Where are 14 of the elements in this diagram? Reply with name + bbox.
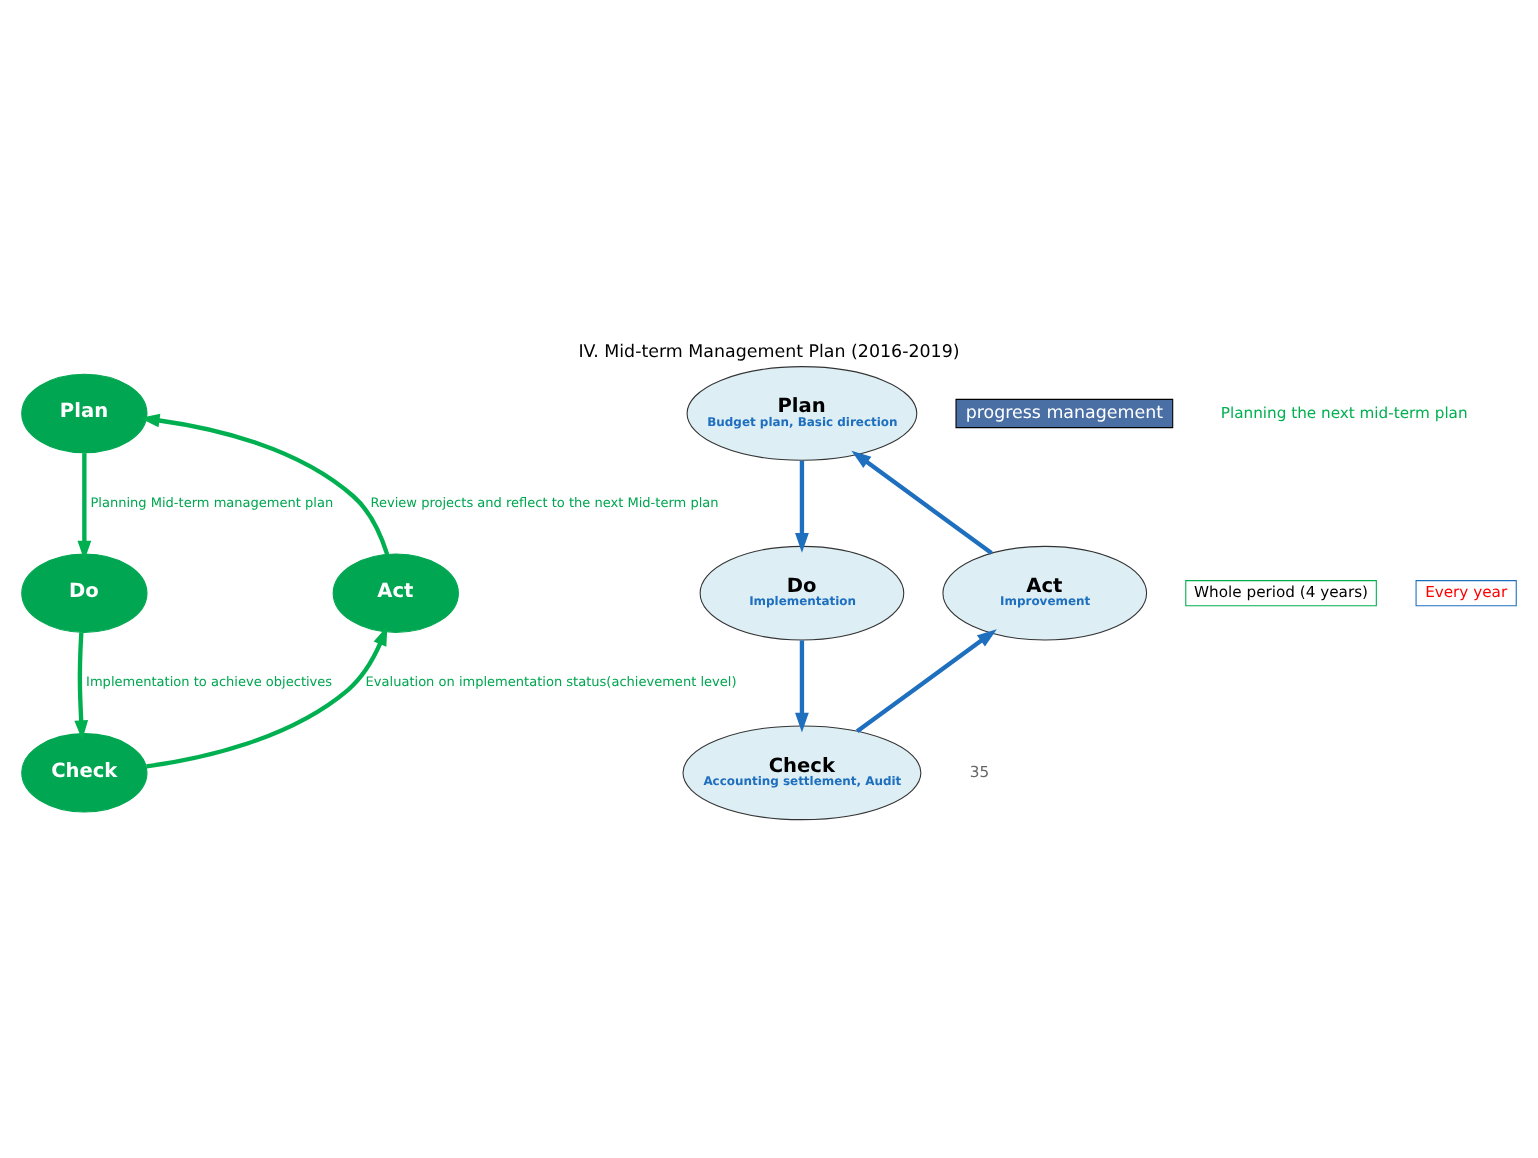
arrow: [851, 450, 993, 555]
node-ellipse: Do: [21, 553, 148, 633]
arrow: [795, 460, 809, 553]
arrow: [795, 640, 809, 733]
diagram-title: IV. Mid-term Management Plan (2016-2019): [578, 342, 960, 363]
node-ellipse: Check: [21, 733, 148, 813]
arrow: [139, 413, 390, 555]
arrow: [146, 625, 388, 769]
arrow: [855, 629, 997, 734]
arrow: [74, 632, 89, 741]
node-ellipse: Act: [332, 553, 459, 633]
label: progress management: [965, 403, 1163, 424]
node-ellipse: Plan: [21, 373, 148, 454]
arrow: [77, 453, 92, 561]
